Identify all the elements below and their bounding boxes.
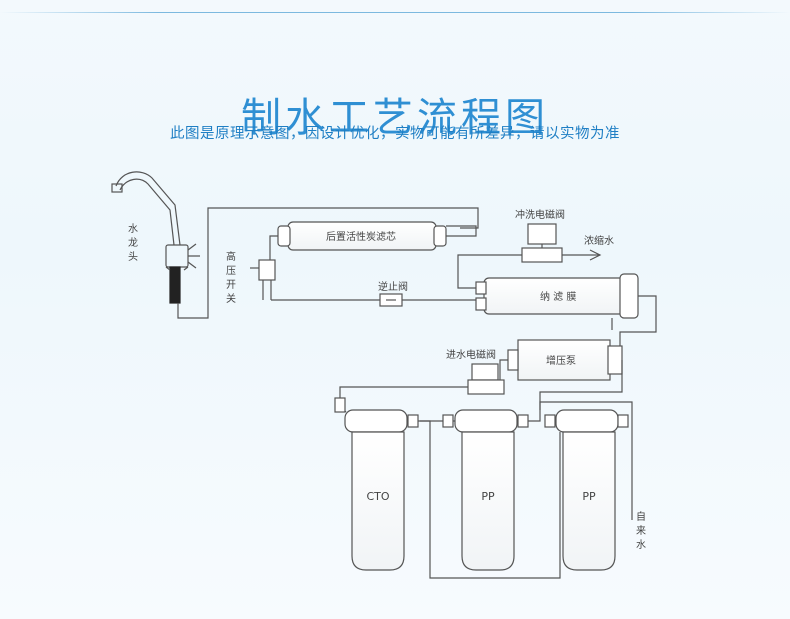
faucet-label-2: 龙 [128, 236, 138, 249]
top-divider [0, 12, 790, 13]
flush-valve-label: 冲洗电磁阀 [515, 208, 565, 221]
inlet-valve-icon [467, 363, 505, 395]
filter-pp-1 [454, 409, 518, 571]
high-pressure-switch-icon [250, 259, 276, 300]
nano-membrane [475, 273, 639, 319]
tap-water-label-3: 水 [636, 539, 646, 551]
booster-pump-label: 增压泵 [546, 354, 576, 367]
concentrate-label: 浓缩水 [584, 234, 614, 247]
switch-label-3: 开 [226, 280, 236, 291]
page-title: 制水工艺流程图 [241, 94, 549, 141]
tap-water-label-1: 自 [636, 510, 646, 523]
faucet-label-1: 水 [128, 223, 138, 235]
flush-valve-icon [521, 223, 563, 263]
post-carbon-filter-label: 后置活性炭滤芯 [326, 230, 396, 243]
nano-membrane-label: 纳 滤 膜 [540, 290, 576, 303]
inlet-valve-label: 进水电磁阀 [446, 348, 496, 361]
tap-water-label-2: 来 [636, 525, 646, 537]
switch-label-4: 关 [226, 292, 236, 305]
switch-label-1: 高 [226, 250, 236, 263]
filter-pp-2-label: PP [582, 490, 596, 503]
filter-pp-1-label: PP [481, 490, 495, 503]
filter-cto-label: CTO [366, 490, 389, 503]
switch-label-2: 压 [226, 265, 236, 277]
faucet-label-3: 头 [128, 251, 138, 263]
check-valve-icon [379, 293, 403, 307]
check-valve-label: 逆止阀 [378, 280, 408, 293]
faucet-icon [111, 171, 200, 304]
filter-pp-2 [555, 409, 619, 571]
page-subtitle: 此图是原理示意图，因设计优化，实物可能有所差异，请以实物为准 [170, 126, 620, 142]
